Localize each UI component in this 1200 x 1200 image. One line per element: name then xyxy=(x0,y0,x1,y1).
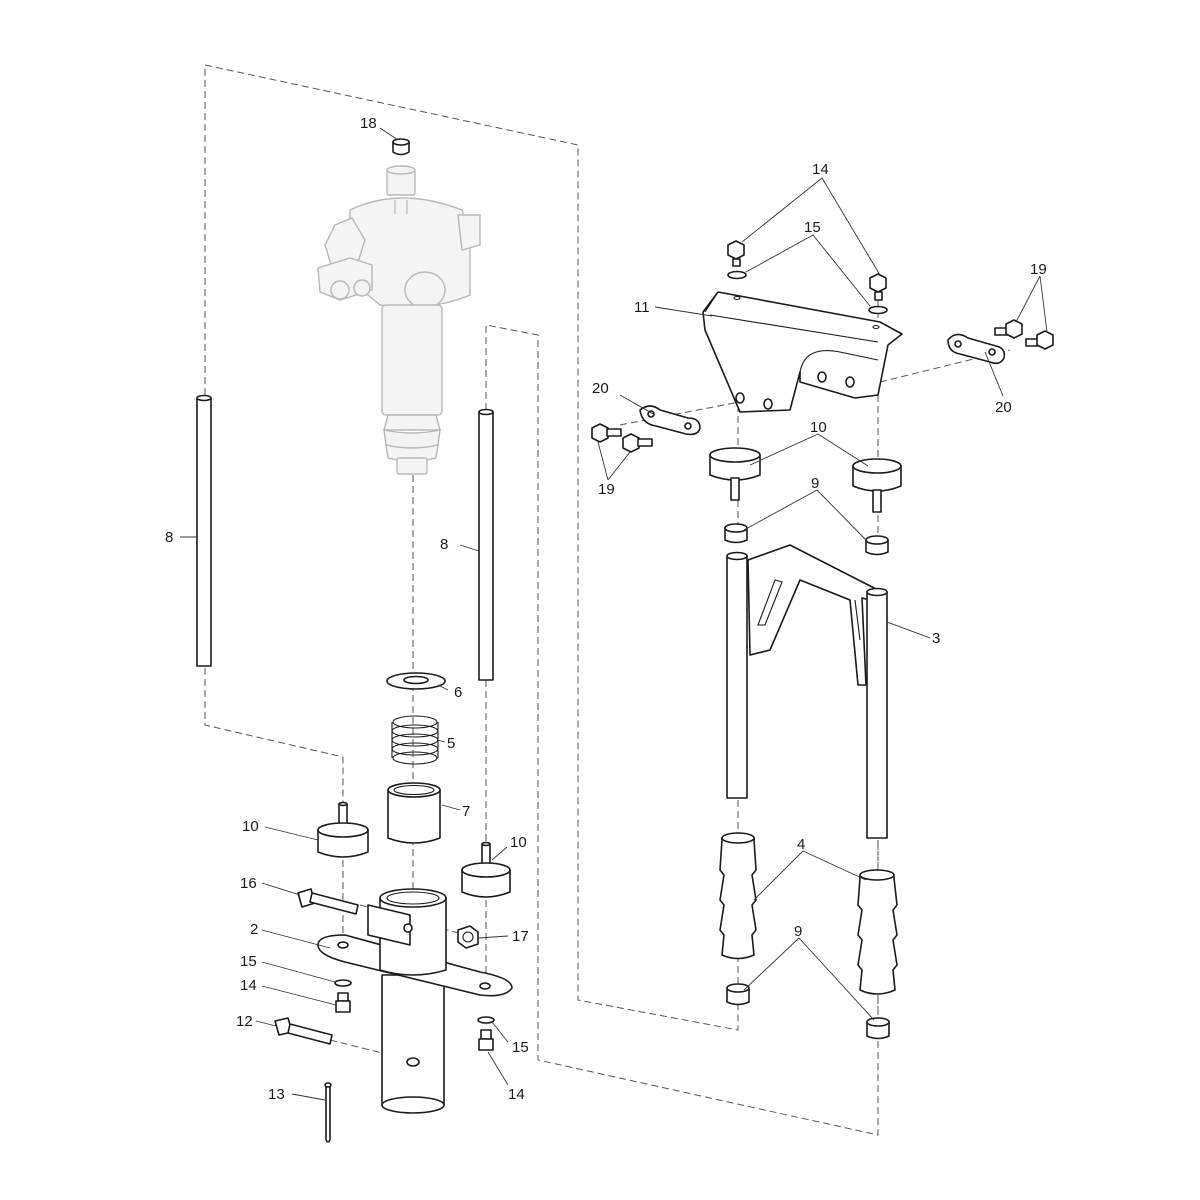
callout-3: 3 xyxy=(932,630,940,647)
callout-15-top: 15 xyxy=(804,219,821,236)
assembly-guide-lines xyxy=(204,64,1011,1136)
part-14-bolt-top-right xyxy=(869,273,887,301)
callout-20-right: 20 xyxy=(995,399,1012,416)
part-19-bolt-left-a xyxy=(591,423,622,443)
part-14-bolt-base-right xyxy=(478,1029,494,1051)
part-10-mount-right-b xyxy=(852,458,902,513)
part-5-spring xyxy=(391,715,439,765)
callout-15-right: 15 xyxy=(512,1039,529,1056)
part-19-bolt-left-b xyxy=(622,433,653,453)
part-15-washer-base-right xyxy=(477,1016,495,1024)
part-15-washer-top-left xyxy=(727,270,747,280)
callout-9-bottom: 9 xyxy=(794,923,802,940)
callout-10-right: 10 xyxy=(810,419,827,436)
callout-8-left: 8 xyxy=(165,529,173,546)
callout-leader-lines xyxy=(180,127,1048,1101)
callout-14-left: 14 xyxy=(240,977,257,994)
callout-labels: 18 8 8 6 5 7 10 10 16 2 17 15 14 12 15 1… xyxy=(165,115,1047,1103)
callout-19-right: 19 xyxy=(1030,261,1047,278)
callout-16: 16 xyxy=(240,875,257,892)
part-7-bushing xyxy=(387,782,441,844)
part-16-bolt xyxy=(297,888,359,915)
callout-4: 4 xyxy=(797,836,805,853)
part-14-bolt-top-left xyxy=(727,240,745,267)
part-18-cap xyxy=(392,138,410,156)
callout-10-left: 10 xyxy=(242,818,259,835)
part-17-nut xyxy=(457,925,479,949)
part-2-base-mount xyxy=(317,888,513,1114)
part-4-grip-right xyxy=(857,869,898,995)
part-13-split-pin xyxy=(324,1082,332,1143)
callout-12: 12 xyxy=(236,1013,253,1030)
part-8-rod-center xyxy=(478,408,494,681)
part-6-washer xyxy=(386,672,446,690)
part-14-bolt-base-left xyxy=(335,992,351,1013)
part-9-cap-top-a xyxy=(724,523,748,544)
part-11-bracket xyxy=(702,291,903,413)
part-9-cap-bottom-b xyxy=(866,1017,890,1040)
callout-11: 11 xyxy=(634,299,650,316)
part-15-washer-top-right xyxy=(868,305,888,315)
part-20-link-left xyxy=(639,405,701,436)
part-10-mount-right-a xyxy=(709,447,761,501)
part-8-rod-left xyxy=(196,394,212,667)
callout-2: 2 xyxy=(250,921,258,938)
callout-6: 6 xyxy=(454,684,462,701)
callout-9-top: 9 xyxy=(811,475,819,492)
callout-8-center: 8 xyxy=(440,536,448,553)
callout-5: 5 xyxy=(447,735,455,752)
part-10-mount-left xyxy=(317,801,369,858)
callout-18: 18 xyxy=(360,115,377,132)
part-3-frame xyxy=(726,544,888,839)
callout-7: 7 xyxy=(462,803,470,820)
part-10-mount-center xyxy=(461,841,511,898)
callout-14-right: 14 xyxy=(508,1086,525,1103)
hydraulic-unit-ghost xyxy=(317,165,481,475)
part-20-link-right xyxy=(947,333,1006,365)
callout-17: 17 xyxy=(512,928,529,945)
part-19-bolt-right-a xyxy=(994,319,1023,339)
callout-15-left: 15 xyxy=(240,953,257,970)
callout-14-top: 14 xyxy=(812,161,829,178)
part-4-grip-left xyxy=(719,832,757,960)
callout-20-left: 20 xyxy=(592,380,609,397)
callout-19-left: 19 xyxy=(598,481,615,498)
part-9-cap-top-b xyxy=(865,535,889,556)
callout-13: 13 xyxy=(268,1086,285,1103)
part-19-bolt-right-b xyxy=(1025,330,1054,350)
part-9-cap-bottom-a xyxy=(726,983,750,1006)
part-12-bolt xyxy=(274,1017,333,1045)
callout-10-center: 10 xyxy=(510,834,527,851)
part-15-washer-base-left xyxy=(334,979,352,987)
